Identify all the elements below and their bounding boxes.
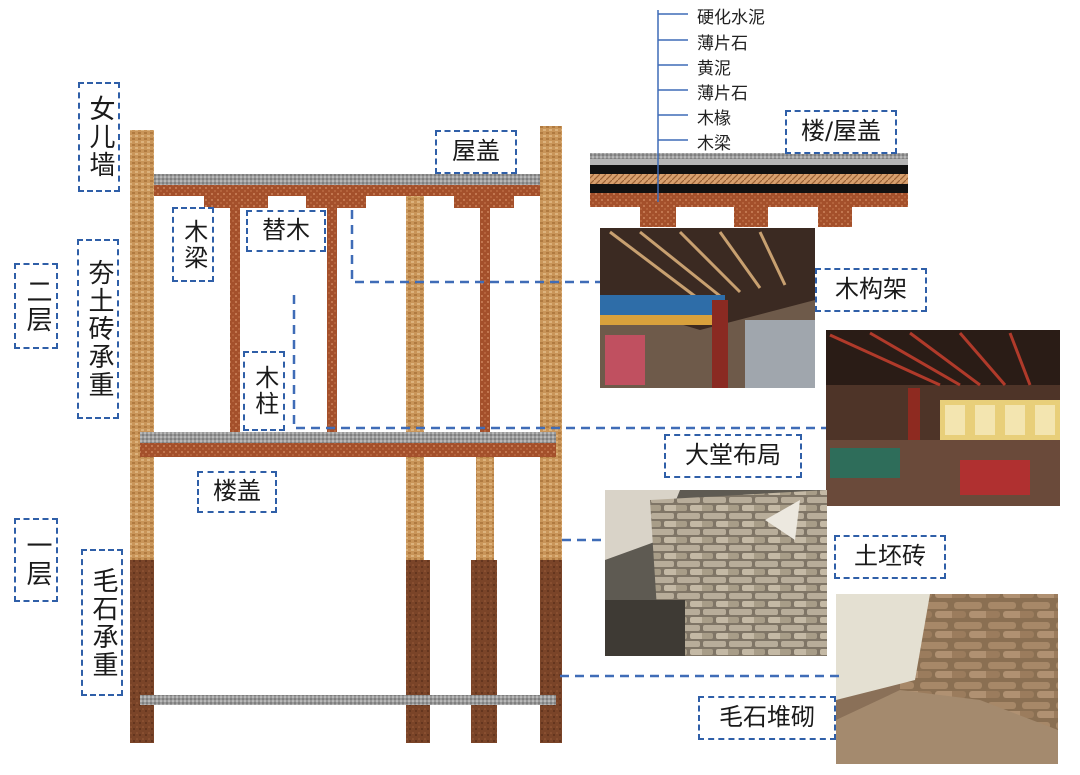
photo-timber-frame xyxy=(600,228,815,388)
floor-beam xyxy=(140,443,556,457)
right-wall-upper xyxy=(540,126,562,563)
section-beam xyxy=(818,207,852,227)
layer-rafter xyxy=(590,193,908,207)
layer-label: 木椽 xyxy=(697,109,731,129)
rammed-brick-bearing-label: 夯土砖承重 xyxy=(77,239,119,419)
pier-upper xyxy=(406,196,424,563)
layer-label: 木梁 xyxy=(697,134,731,154)
layer-label: 薄片石 xyxy=(697,84,748,104)
second-floor-label: 二层 xyxy=(14,263,58,349)
layer-mud xyxy=(590,174,908,184)
wooden-column xyxy=(480,208,490,434)
roof-bracket xyxy=(454,196,514,208)
photo-hall-layout xyxy=(826,330,1060,506)
floor-slab xyxy=(140,432,556,443)
photo-adobe-brick xyxy=(605,490,827,656)
roof-slab xyxy=(140,174,552,185)
parapet-label: 女儿墙 xyxy=(78,82,120,192)
pier-upper xyxy=(476,456,494,563)
layer-label: 薄片石 xyxy=(697,34,748,54)
section-beam xyxy=(640,207,676,227)
adobe-brick-label: 土坯砖 xyxy=(834,535,946,579)
rubble-masonry-label: 毛石堆砌 xyxy=(698,696,836,740)
layer-dark-1 xyxy=(590,165,908,174)
pier-lower xyxy=(406,560,430,743)
photo-rubble-masonry xyxy=(836,594,1058,764)
left-wall-upper xyxy=(130,130,154,563)
hall-layout-label: 大堂布局 xyxy=(664,434,802,478)
right-wall-lower xyxy=(540,560,562,743)
pier-lower xyxy=(471,560,497,743)
roof-bracket xyxy=(204,196,268,208)
roof-label: 屋盖 xyxy=(435,130,517,174)
roof-bracket xyxy=(306,196,366,208)
timber-frame-label: 木构架 xyxy=(815,268,927,312)
left-wall-lower xyxy=(130,560,154,743)
first-floor-label: 一层 xyxy=(14,518,58,602)
layer-dark-2 xyxy=(590,184,908,193)
layer-slate-1 xyxy=(590,159,908,165)
ground-slab xyxy=(140,695,556,705)
building-section xyxy=(130,126,562,743)
beam-label: 木梁 xyxy=(172,207,214,282)
wooden-column xyxy=(230,208,240,434)
floor-roof-section-detail xyxy=(590,10,908,227)
floor-roof-label: 楼/屋盖 xyxy=(785,110,897,154)
section-beam xyxy=(734,207,768,227)
bracket-label: 替木 xyxy=(246,210,326,252)
layer-label: 硬化水泥 xyxy=(697,8,765,28)
wooden-column xyxy=(327,208,337,434)
leader-lines xyxy=(292,210,840,678)
column-label: 木柱 xyxy=(243,351,285,431)
rubble-bearing-label: 毛石承重 xyxy=(81,549,123,696)
roof-beam xyxy=(140,185,552,196)
layer-cement xyxy=(590,153,908,159)
floor-slab-label: 楼盖 xyxy=(197,471,277,513)
layer-label: 黄泥 xyxy=(697,59,731,79)
